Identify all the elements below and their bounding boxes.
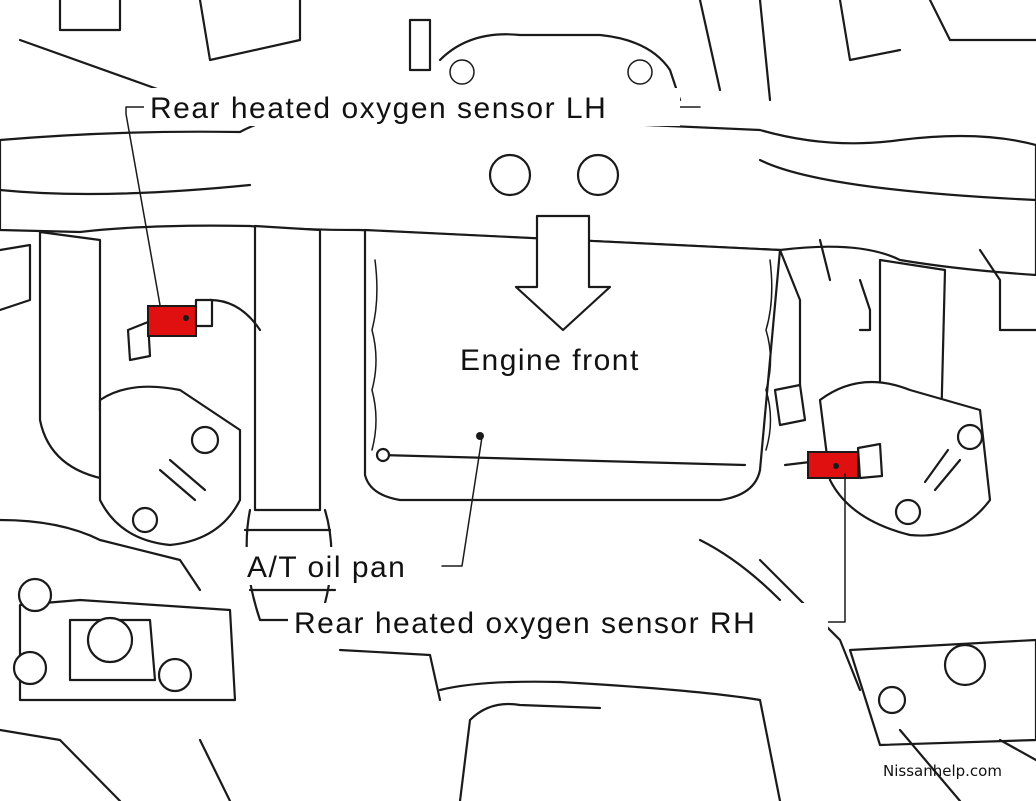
sensor-lh-highlight bbox=[147, 305, 197, 337]
engine-front-arrow bbox=[514, 214, 612, 332]
rear-sensor-lh bbox=[126, 298, 262, 362]
label-engine-front: Engine front bbox=[460, 344, 640, 377]
label-rear-sensor-lh: Rear heated oxygen sensor LH bbox=[150, 92, 607, 125]
left-exhaust-pipe bbox=[0, 230, 242, 547]
lower-structure bbox=[0, 518, 1036, 801]
top-structure bbox=[18, 0, 1036, 102]
label-at-oil-pan: A/T oil pan bbox=[247, 551, 406, 584]
rear-sensor-rh bbox=[783, 442, 884, 480]
sensor-rh-highlight bbox=[807, 451, 859, 479]
label-rear-sensor-rh: Rear heated oxygen sensor RH bbox=[294, 607, 756, 640]
right-structure bbox=[773, 238, 1036, 537]
leader-lines bbox=[125, 106, 846, 623]
watermark: Nissanhelp.com bbox=[883, 762, 1002, 780]
